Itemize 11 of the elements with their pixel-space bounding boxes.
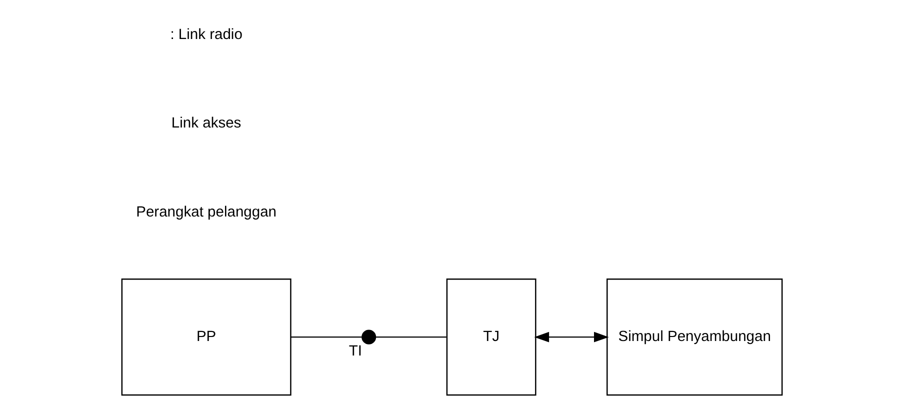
arrow <box>534 332 608 342</box>
node-box: Simpul Penyambungan <box>606 278 782 396</box>
label: Perangkat pelanggan <box>136 204 276 220</box>
connector <box>290 336 362 338</box>
node-label: TI <box>348 344 362 360</box>
node-circle <box>361 330 376 344</box>
connector <box>375 336 446 338</box>
node-box: TJ <box>446 278 536 396</box>
node-box: PP <box>120 278 291 396</box>
label: Link akses <box>170 116 241 132</box>
legend-label: : Link radio <box>170 27 242 44</box>
